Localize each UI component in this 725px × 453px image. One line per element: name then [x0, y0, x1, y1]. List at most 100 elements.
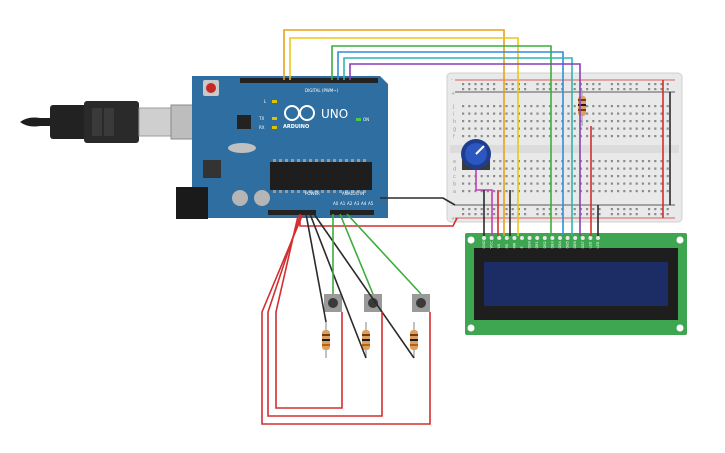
on-label: ON	[363, 117, 369, 122]
led-label-rx: RX	[259, 125, 265, 130]
pin-label-a5: A5	[368, 201, 374, 206]
lcd-pin	[565, 236, 570, 240]
rail-sign-minus: -	[451, 77, 453, 83]
lcd-pin-label: VCC	[490, 241, 494, 249]
arduino-logo-text: ARDUINO	[283, 124, 309, 130]
digital-wires	[283, 29, 581, 236]
voltage-regulator	[203, 160, 221, 178]
led-label-l: L	[264, 99, 267, 104]
lcd-pin-label: DB2	[543, 241, 547, 248]
lcd-pin-label: DB0	[528, 241, 532, 248]
wire-gnd-r1	[305, 213, 327, 323]
lcd-pin	[573, 236, 578, 240]
power-header-label: POWER	[305, 191, 320, 196]
breadboard-row-letter: b	[453, 182, 456, 188]
lcd-pin-label: RW	[512, 242, 516, 248]
resistor-icon	[322, 322, 330, 358]
wire-5v-btn1	[275, 215, 343, 409]
breadboard-row-letter: i	[453, 112, 454, 118]
breadboard-row-letter: d	[453, 167, 456, 173]
board-model: UNO	[321, 107, 348, 121]
breadboard-row-letter: g	[453, 127, 456, 133]
pin-label-a3: A3	[354, 201, 360, 206]
wire-gnd-r3	[313, 213, 415, 359]
usb-chip	[237, 115, 251, 129]
rail-sign-minus-bottom: -	[451, 203, 453, 209]
lcd-pin	[482, 236, 486, 240]
digital-header-label: DIGITAL (PWM~)	[305, 88, 339, 93]
wire-gnd-r2	[309, 213, 367, 359]
lcd-pin-label: DB4	[558, 240, 562, 248]
lcd-pin	[489, 236, 494, 240]
capacitor	[254, 190, 270, 206]
lcd-breadboard-wires	[475, 126, 599, 236]
lcd-pin-label: DB5	[566, 241, 570, 248]
usb-cable-icon	[20, 101, 202, 143]
breadboard-row-letter: c	[453, 174, 456, 180]
wire-5v-btn3	[261, 215, 431, 425]
lcd-pin-label: DB6	[573, 241, 577, 248]
dc-power-jack	[176, 187, 208, 219]
lcd-pin	[527, 236, 532, 240]
potentiometer-icon[interactable]	[461, 139, 491, 170]
lcd-pin-label: LED	[588, 241, 592, 248]
lcd-pin	[497, 236, 502, 240]
wire-5v-btn2	[267, 215, 383, 417]
lcd-pin	[512, 236, 517, 240]
wire-gnd-rail	[380, 197, 456, 206]
atmega-chip	[270, 162, 372, 190]
lcd-pin-label: E	[520, 246, 524, 248]
wire-d4-db5	[337, 51, 564, 236]
lcd-pin	[535, 236, 540, 240]
resistor-icon	[362, 322, 370, 358]
led-label-tx: TX	[258, 116, 264, 121]
breadboard-row-letter: e	[453, 159, 456, 165]
lcd-pin	[542, 236, 547, 240]
wire-d12-rs	[283, 29, 505, 236]
crystal	[228, 143, 256, 153]
resistor-icon	[410, 322, 418, 358]
analog-header-label: ANALOG IN	[342, 191, 364, 196]
pushbutton-icon[interactable]	[364, 294, 382, 312]
lcd-pin	[596, 236, 600, 240]
pushbutton-icon[interactable]	[324, 294, 342, 312]
breadboard-row-letter: h	[453, 119, 456, 125]
pushbutton-icon[interactable]	[412, 294, 430, 312]
capacitor	[232, 190, 248, 206]
breadboard-row-letter: a	[453, 189, 456, 195]
breadboard-row-letter: j	[452, 104, 454, 110]
wire-d3-db6	[343, 57, 573, 236]
lcd-pin	[558, 236, 562, 240]
button-wires	[261, 213, 431, 425]
wire-d5-db4	[331, 45, 552, 236]
rail-sign-plus-bottom: +	[451, 216, 455, 222]
pin-label-a0: A0	[333, 201, 339, 206]
lcd-pin	[504, 236, 509, 240]
lcd-pin-label: DB7	[581, 241, 585, 248]
lcd-screen	[484, 262, 668, 306]
digital-header	[240, 78, 378, 83]
pin-label-a2: A2	[347, 201, 353, 206]
rail-sign-plus: +	[451, 91, 455, 97]
lcd-pin	[520, 236, 524, 240]
pin-label-a4: A4	[361, 201, 367, 206]
arduino-logo-icon	[284, 105, 315, 121]
lcd-pin-label: DB1	[535, 241, 539, 248]
lcd-pin-label: RS	[505, 243, 509, 248]
lcd-pin-label: LED	[596, 241, 600, 248]
lcd-pin-label: GND	[482, 240, 486, 248]
lcd-pin	[580, 236, 585, 240]
wire-a1-btn2	[339, 213, 374, 295]
lcd-pin	[588, 236, 593, 240]
power-header	[268, 210, 316, 215]
lcd-pin-label: DB3	[550, 241, 554, 248]
lcd-pin-label: V0	[497, 244, 501, 249]
wire-a2-btn3	[346, 213, 422, 295]
analog-header	[330, 210, 374, 215]
wire-d11-e	[289, 37, 519, 236]
wire-d2-db7	[349, 63, 581, 236]
